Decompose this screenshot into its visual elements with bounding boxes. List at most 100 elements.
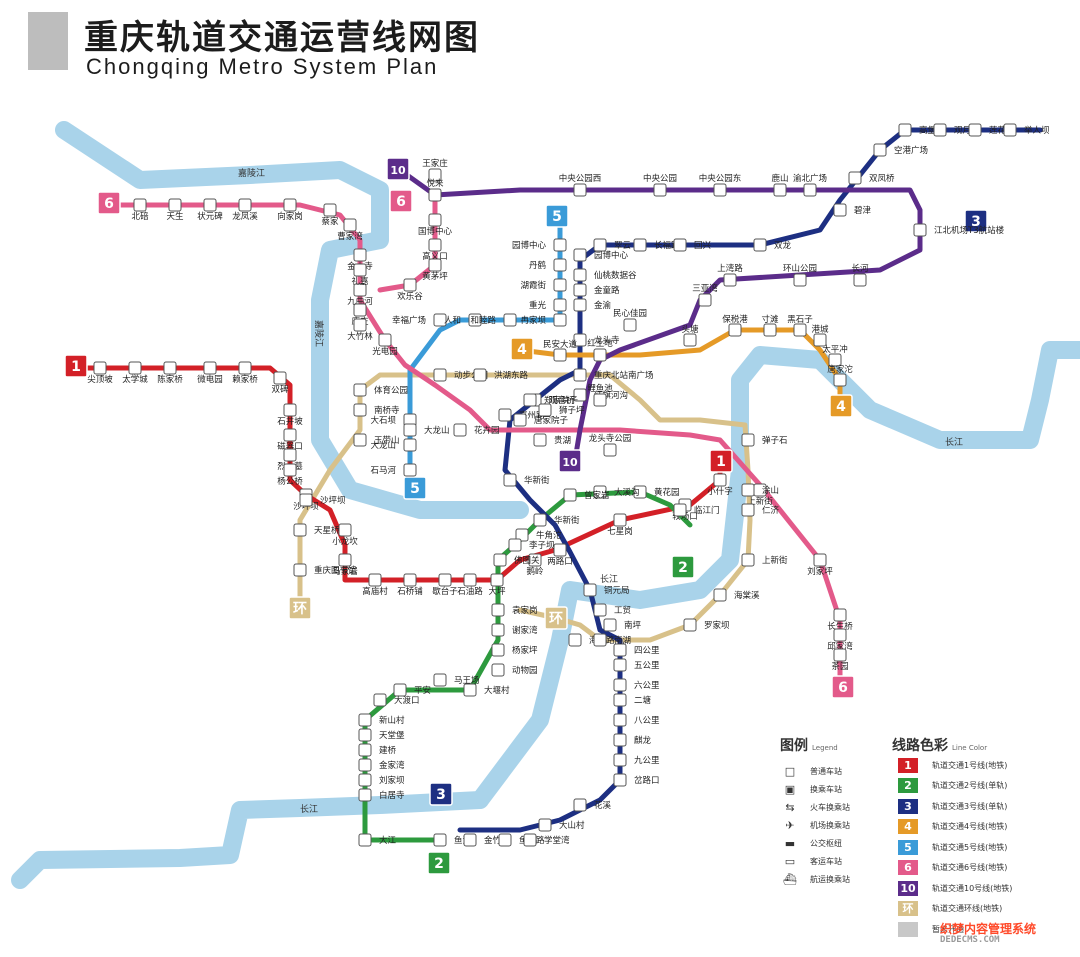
station-l2-19[interactable]: 金家湾: [358, 758, 405, 772]
station-l6-20[interactable]: 邱家湾: [827, 628, 853, 652]
station-l4-5[interactable]: 港城: [811, 324, 829, 347]
station-l6-19[interactable]: 长生桥: [827, 608, 853, 632]
station-l3-3[interactable]: 莲花: [968, 123, 1007, 137]
station-l3-27[interactable]: 南坪: [603, 618, 642, 632]
station-l3-9[interactable]: 长福路: [633, 238, 680, 252]
station-loop-0[interactable]: 体育公园: [353, 383, 408, 397]
station-l3-21[interactable]: 郑家院子: [523, 393, 579, 407]
station-l3-36[interactable]: 花溪: [573, 798, 612, 812]
station-l6-2[interactable]: 状元碑: [197, 198, 223, 222]
station-l3-6[interactable]: 碧津: [833, 203, 872, 217]
station-l3-2[interactable]: 观月路: [933, 123, 980, 137]
station-l2-16[interactable]: 新山村: [358, 713, 405, 727]
station-l2-6[interactable]: 李子坝: [508, 538, 555, 552]
station-l2-21[interactable]: 白居寺: [358, 788, 405, 802]
station-l6-21[interactable]: 茶园: [831, 648, 849, 672]
station-l1-14[interactable]: 石桥铺: [397, 573, 423, 597]
station-l3-28[interactable]: 四公里: [613, 643, 660, 657]
station-loop-16[interactable]: 花卉园: [453, 423, 500, 437]
station-l3-4[interactable]: 举人坝: [1003, 123, 1050, 137]
station-l2-24[interactable]: 金竹: [463, 833, 502, 847]
station-loop-10[interactable]: 罗家坝: [683, 618, 730, 632]
station-l3-22[interactable]: 唐家院子: [513, 413, 569, 427]
station-l6-5[interactable]: 蔡家: [321, 203, 339, 227]
station-l2-5[interactable]: 牛角沱: [515, 528, 562, 542]
station-loop-11[interactable]: 海棠溪: [713, 588, 760, 602]
station-loop-12[interactable]: 弹子石: [741, 433, 788, 447]
station-l2-22[interactable]: 大江: [358, 833, 397, 847]
station-l2-15[interactable]: 大渡口: [373, 693, 420, 707]
station-l2-23[interactable]: 鱼洞: [433, 833, 471, 847]
station-l2-8[interactable]: 袁家岗: [491, 603, 538, 617]
station-l10-7[interactable]: 上湾路: [717, 263, 743, 287]
station-l3-5[interactable]: 双凤桥: [848, 171, 895, 185]
station-l3-18[interactable]: 红旗河沟: [573, 388, 628, 402]
station-l3-7[interactable]: 江北机场T3航站楼: [913, 223, 1005, 237]
station-l5-3[interactable]: 重光: [529, 298, 567, 312]
station-l10-0[interactable]: 王家庄: [422, 158, 448, 182]
station-l6-8[interactable]: 九曲河: [347, 283, 373, 307]
station-l1-6[interactable]: 石井坡: [277, 403, 303, 427]
station-l2-18[interactable]: 建桥: [358, 743, 397, 757]
station-l3-32[interactable]: 八公里: [613, 713, 660, 727]
station-l3-26[interactable]: 工贸: [593, 603, 631, 617]
station-l1-0[interactable]: 尖顶坡: [87, 361, 113, 385]
station-l6-0[interactable]: 北碚: [131, 198, 149, 222]
station-l2-3[interactable]: 曾家岩: [563, 488, 610, 502]
station-l1-11[interactable]: 小龙坎: [332, 523, 358, 547]
station-l5-6[interactable]: 人和: [444, 313, 482, 327]
station-l10-13[interactable]: 鲤鱼池: [587, 383, 613, 407]
station-l1-16[interactable]: 石油路: [457, 573, 483, 597]
station-loop-4[interactable]: 洪湖东路: [473, 368, 529, 382]
station-l3-8[interactable]: 翠云: [593, 238, 632, 252]
station-l2-25[interactable]: 鱼胡路: [498, 833, 545, 847]
station-l3-10[interactable]: 回兴: [673, 238, 712, 252]
station-l3-17[interactable]: 重庆北站南广场: [573, 368, 654, 382]
station-l1-2[interactable]: 陈家桥: [157, 361, 183, 385]
station-l1-20[interactable]: 七星岗: [607, 513, 633, 537]
station-l10-12[interactable]: 红土地: [587, 338, 613, 362]
station-l1-22[interactable]: 小什字: [707, 473, 733, 497]
station-l1-9[interactable]: 杨公桥: [277, 463, 303, 487]
station-l10-11[interactable]: 民心佳园: [613, 308, 647, 332]
station-loop-8[interactable]: 海峡路: [568, 633, 615, 647]
station-l3-15[interactable]: 金渝: [573, 298, 612, 312]
station-l1-4[interactable]: 赖家桥: [232, 361, 258, 385]
station-l5-2[interactable]: 湖霞街: [520, 278, 567, 292]
station-l2-20[interactable]: 刘家坝: [358, 773, 405, 787]
station-l6-18[interactable]: 刘家坪: [807, 553, 833, 577]
station-l2-0[interactable]: 临江门: [673, 503, 720, 517]
station-l6-12[interactable]: 礼嘉: [351, 263, 369, 287]
station-l1-18[interactable]: 鹅岭: [526, 553, 544, 577]
station-loop-1[interactable]: 南桥寺: [353, 403, 400, 417]
station-l6-1[interactable]: 天生: [166, 198, 184, 222]
station-l5-8[interactable]: 大石坝: [370, 413, 417, 427]
station-l5-4[interactable]: 冉家坝: [520, 313, 567, 327]
station-l5-9[interactable]: 大龙山: [370, 438, 417, 452]
station-l6-16[interactable]: 欢乐谷: [397, 278, 423, 302]
station-l3-35[interactable]: 岔路口: [613, 773, 660, 787]
station-l5-5[interactable]: 幸福广场: [392, 313, 447, 327]
station-loop-6[interactable]: 天星桥: [293, 523, 340, 537]
station-l6-6[interactable]: 曹家湾: [337, 218, 363, 242]
station-l2-2[interactable]: 大溪沟: [593, 485, 640, 499]
station-l6-15[interactable]: 黄茅坪: [422, 258, 448, 282]
station-l10-6[interactable]: 渝北广场: [793, 173, 827, 197]
station-l2-11[interactable]: 动物园: [491, 663, 538, 677]
station-l10-14[interactable]: 龙头寺公园: [589, 433, 632, 457]
station-l10-5[interactable]: 鹿山: [771, 173, 789, 197]
station-l2-1[interactable]: 黄花园: [633, 485, 680, 499]
station-l3-13[interactable]: 仙桃数据谷: [573, 268, 637, 282]
station-l3-20[interactable]: 嘉州路: [498, 408, 545, 422]
station-l1-12[interactable]: 马家岩: [332, 553, 358, 577]
station-l10-9[interactable]: 长河: [851, 263, 869, 287]
station-l1-13[interactable]: 高庙村: [362, 573, 388, 597]
station-l3-33[interactable]: 麒龙: [613, 733, 652, 747]
station-loop-17[interactable]: 贵湖: [533, 433, 571, 447]
station-l4-0[interactable]: 民安大道: [543, 339, 578, 362]
station-l3-25[interactable]: 铜元局: [583, 583, 630, 597]
station-l2-14[interactable]: 平安: [393, 683, 431, 697]
station-l6-14[interactable]: 高义口: [422, 238, 448, 262]
station-l3-14[interactable]: 金童路: [573, 283, 620, 297]
station-l3-16[interactable]: 龙头寺: [573, 333, 620, 347]
